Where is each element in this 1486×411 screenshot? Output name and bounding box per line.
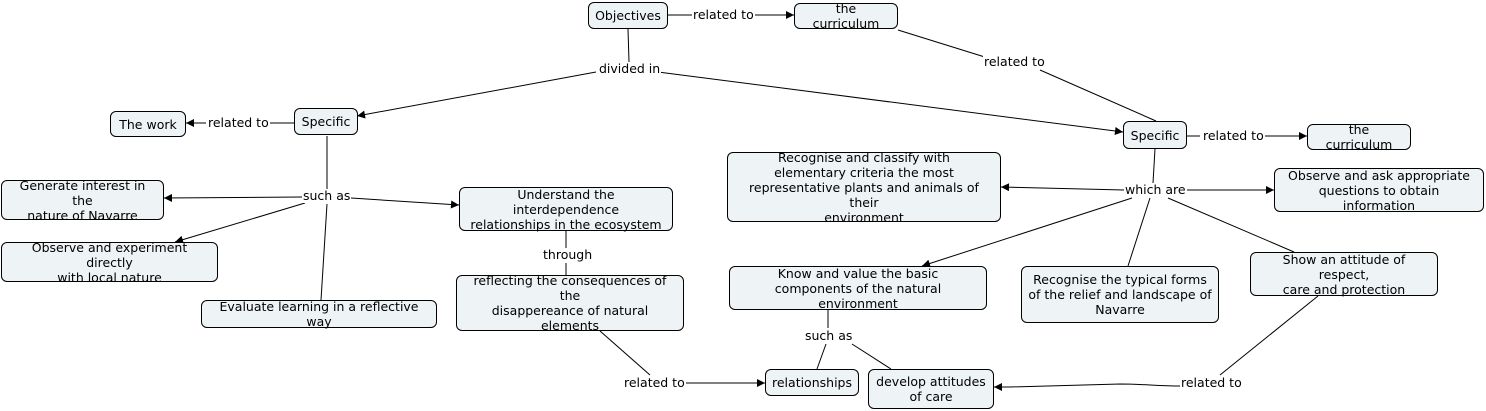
node-develop-attitudes[interactable]: develop attitudes of care — [868, 369, 994, 409]
link-related-to-bottom-left: related to — [623, 375, 686, 390]
edge-which-know-value — [921, 197, 1133, 268]
node-curriculum-top[interactable]: the curriculum — [794, 1, 898, 31]
node-understand-interdependence[interactable]: Understand the interdependence relations… — [459, 187, 673, 232]
edge-such-evaluate — [320, 203, 328, 301]
edge-such-observe-experiment — [174, 202, 306, 244]
node-recognise-forms[interactable]: Recognise the typical forms of the relie… — [1021, 266, 1219, 323]
edge-such-relationships — [816, 343, 827, 370]
edge-divided-specific-right — [657, 71, 1124, 135]
edge-related-specific-right — [1039, 69, 1157, 122]
link-related-to-top: related to — [692, 7, 755, 22]
edge-curriculum-related — [897, 29, 989, 59]
node-observe-ask[interactable]: Observe and ask appropriate questions to… — [1274, 168, 1484, 213]
edge-objectives-divided — [627, 28, 630, 63]
edge-such-develop — [851, 343, 892, 370]
link-which-are: which are — [1124, 182, 1187, 197]
node-relationships[interactable]: relationships — [765, 369, 859, 396]
edge-which-show-attitude — [1167, 197, 1295, 253]
edge-specific-which-are — [1152, 148, 1156, 184]
link-divided-in: divided in — [598, 61, 662, 76]
edge-which-recognise-classify — [1000, 183, 1125, 192]
node-recognise-classify[interactable]: Recognise and classify with elementary c… — [727, 150, 1001, 225]
link-related-to-right: related to — [1202, 128, 1265, 143]
link-related-to-bottom-right: related to — [1180, 375, 1243, 390]
node-evaluate-learning[interactable]: Evaluate learning in a reflective way — [201, 299, 437, 329]
node-the-work[interactable]: The work — [110, 111, 186, 137]
edge-divided-specific-left — [356, 71, 597, 119]
node-specific-left[interactable]: Specific — [294, 108, 358, 135]
edge-reflecting-related — [599, 330, 651, 376]
link-such-as-left: such as — [302, 188, 352, 203]
node-generate-interest[interactable]: Generate interest in the nature of Navar… — [1, 178, 164, 223]
node-specific-right[interactable]: Specific — [1123, 121, 1187, 149]
node-know-value[interactable]: Know and value the basic components of t… — [729, 266, 987, 311]
edge-show-related — [1219, 295, 1319, 376]
link-through: through — [542, 247, 594, 262]
node-reflecting-consequences[interactable]: reflecting the consequences of the disap… — [456, 273, 684, 333]
link-related-to-curriculum-specific: related to — [983, 54, 1046, 69]
edge-such-generate — [163, 193, 303, 202]
node-observe-experiment[interactable]: Observe and experiment directly with loc… — [1, 240, 218, 285]
node-show-attitude[interactable]: Show an attitude of respect, care and pr… — [1250, 252, 1438, 297]
edge-such-understand — [350, 197, 460, 209]
node-objectives[interactable]: Objectives — [588, 2, 668, 29]
edge-which-recognise-forms — [1127, 197, 1151, 267]
edge-related-develop — [994, 383, 1181, 391]
link-such-as-right: such as — [804, 328, 854, 343]
link-related-to-work: related to — [207, 115, 270, 130]
node-curriculum-right[interactable]: the curriculum — [1307, 122, 1411, 152]
